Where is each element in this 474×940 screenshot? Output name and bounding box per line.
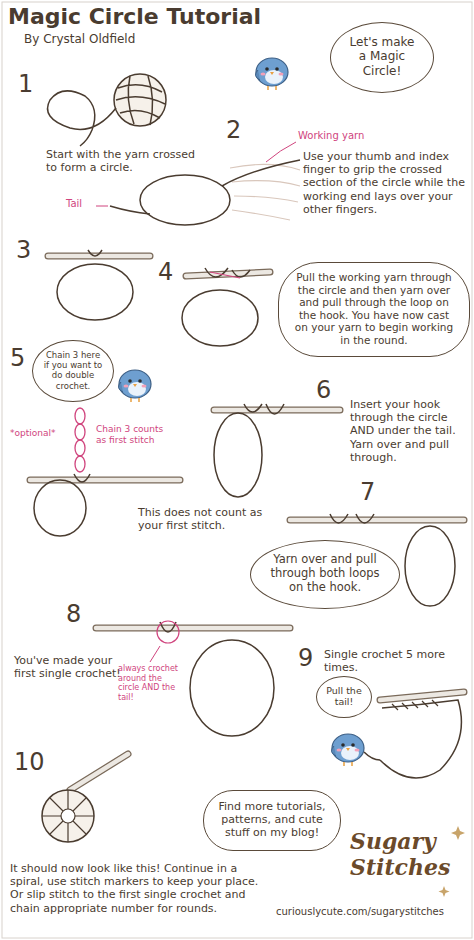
speech-bubble: Pull the tail! xyxy=(316,676,372,718)
step2-hand-yarn xyxy=(230,164,300,220)
speech-bubble: Find more tutorials, patterns, and cute … xyxy=(203,790,341,851)
step7-hook-loop xyxy=(330,514,374,523)
step10-ring xyxy=(42,754,128,842)
step-number: 1 xyxy=(18,70,33,99)
bubble-text: Chain 3 here if you want to do double cr… xyxy=(42,350,104,391)
bubble-text: Let's make a Magic Circle! xyxy=(345,35,419,78)
step6-hook-loop xyxy=(214,408,340,413)
step4-hook-loop xyxy=(205,268,250,277)
step1-yarn xyxy=(48,74,167,146)
step2-hand-yarn xyxy=(222,160,300,186)
step-number: 5 xyxy=(10,344,25,373)
sparkles xyxy=(451,826,465,840)
bubble-text: Pull the tail! xyxy=(323,685,365,708)
step-number: 3 xyxy=(16,236,31,265)
step8-hook-loop xyxy=(150,646,160,662)
step-text: Use your thumb and index finger to grip … xyxy=(303,150,469,216)
step10-ring xyxy=(70,754,128,790)
step7-hook-loop xyxy=(290,517,464,524)
annotation: *optional* xyxy=(10,428,72,439)
step2-hand-yarn xyxy=(110,160,300,225)
step3-hook-loop xyxy=(88,250,102,256)
bird-mascot xyxy=(331,734,364,766)
step7-hook-loop xyxy=(290,518,464,523)
sparkles xyxy=(439,886,450,897)
step-text: You've made your first single crochet! xyxy=(14,654,124,680)
step9-hook-stitches xyxy=(380,692,464,700)
step4-hook-loop xyxy=(182,268,270,346)
step3-hook-loop xyxy=(48,250,150,320)
bird-mascot xyxy=(118,370,151,402)
annotation: Working yarn xyxy=(298,130,388,142)
step6-hook-loop xyxy=(244,404,284,414)
speech-bubble: Chain 3 here if you want to do double cr… xyxy=(32,340,114,402)
speech-bubble: Let's make a Magic Circle! xyxy=(330,22,434,93)
step5-hook-loop xyxy=(34,480,86,536)
annotation: always crochet around the circle AND the… xyxy=(118,664,178,702)
step9-hook-stitches xyxy=(364,752,380,760)
bubble-text: Find more tutorials, patterns, and cute … xyxy=(218,800,326,840)
step8-hook-loop xyxy=(160,622,176,632)
optional-chain xyxy=(75,424,85,440)
annotation: Tail xyxy=(66,198,96,210)
byline: By Crystal Oldfield xyxy=(24,32,194,46)
step6-hook-loop xyxy=(214,404,340,497)
step8-hook-loop xyxy=(96,621,290,736)
step-number: 4 xyxy=(158,258,173,287)
title: Magic Circle Tutorial xyxy=(8,4,261,30)
step7-hook-loop xyxy=(405,526,455,606)
step4-hook-loop xyxy=(210,272,240,278)
step1-yarn xyxy=(114,74,166,126)
bubble-text: Pull the working yarn through the circle… xyxy=(293,271,455,347)
step9-hook-stitches xyxy=(380,692,464,700)
bubble-text: Yarn over and pull through both loops on… xyxy=(269,553,381,594)
bird-mascot xyxy=(255,58,288,90)
step-text: Insert your hook through the circle AND … xyxy=(350,398,470,464)
step8-hook-loop xyxy=(96,626,290,631)
step2-hand-yarn xyxy=(140,175,230,225)
step9-hook-stitches xyxy=(392,700,438,710)
step1-yarn xyxy=(116,76,165,125)
optional-chain xyxy=(75,440,85,456)
annotation: Chain 3 counts as first stitch xyxy=(96,424,176,446)
step10-ring xyxy=(42,790,94,842)
speech-bubble: Pull the working yarn through the circle… xyxy=(278,262,470,357)
step8-hook-loop xyxy=(157,621,179,643)
leader-line xyxy=(266,142,296,162)
optional-chain xyxy=(75,408,85,472)
leader-line xyxy=(96,206,108,207)
step10-ring xyxy=(42,790,94,842)
step-number: 6 xyxy=(316,376,331,405)
step-number: 9 xyxy=(298,644,313,673)
step-text: Single crochet 5 more times. xyxy=(324,648,470,674)
speech-bubble: Yarn over and pull through both loops on… xyxy=(250,540,400,609)
step5-hook-loop xyxy=(74,474,90,482)
step2-hand-yarn xyxy=(110,206,150,214)
step8-hook-loop xyxy=(190,640,274,736)
step10-ring xyxy=(70,754,128,790)
step-number: 10 xyxy=(14,748,45,777)
brand-logo: Sugary Stitches xyxy=(350,828,466,881)
step1-yarn xyxy=(48,91,117,146)
step-text: This does not count as your first stitch… xyxy=(138,506,263,532)
step9-hook-stitches xyxy=(380,700,461,778)
step9-hook-stitches xyxy=(364,692,464,778)
step4-hook-loop xyxy=(182,290,258,346)
step8-hook-loop xyxy=(96,625,290,632)
step-number: 2 xyxy=(226,116,241,145)
step3-hook-loop xyxy=(57,264,133,320)
optional-chain xyxy=(75,408,85,424)
step-text: Start with the yarn crossed to form a ci… xyxy=(46,148,196,174)
step-number: 8 xyxy=(66,600,81,629)
step-text: It should now look like this! Continue i… xyxy=(10,862,272,915)
step10-ring xyxy=(61,809,75,823)
website-url: curiouslycute.com/sugarystitches xyxy=(276,906,470,918)
step5-hook-loop xyxy=(30,477,180,484)
step6-hook-loop xyxy=(214,413,262,497)
optional-chain xyxy=(75,456,85,472)
step-number: 7 xyxy=(360,478,375,507)
